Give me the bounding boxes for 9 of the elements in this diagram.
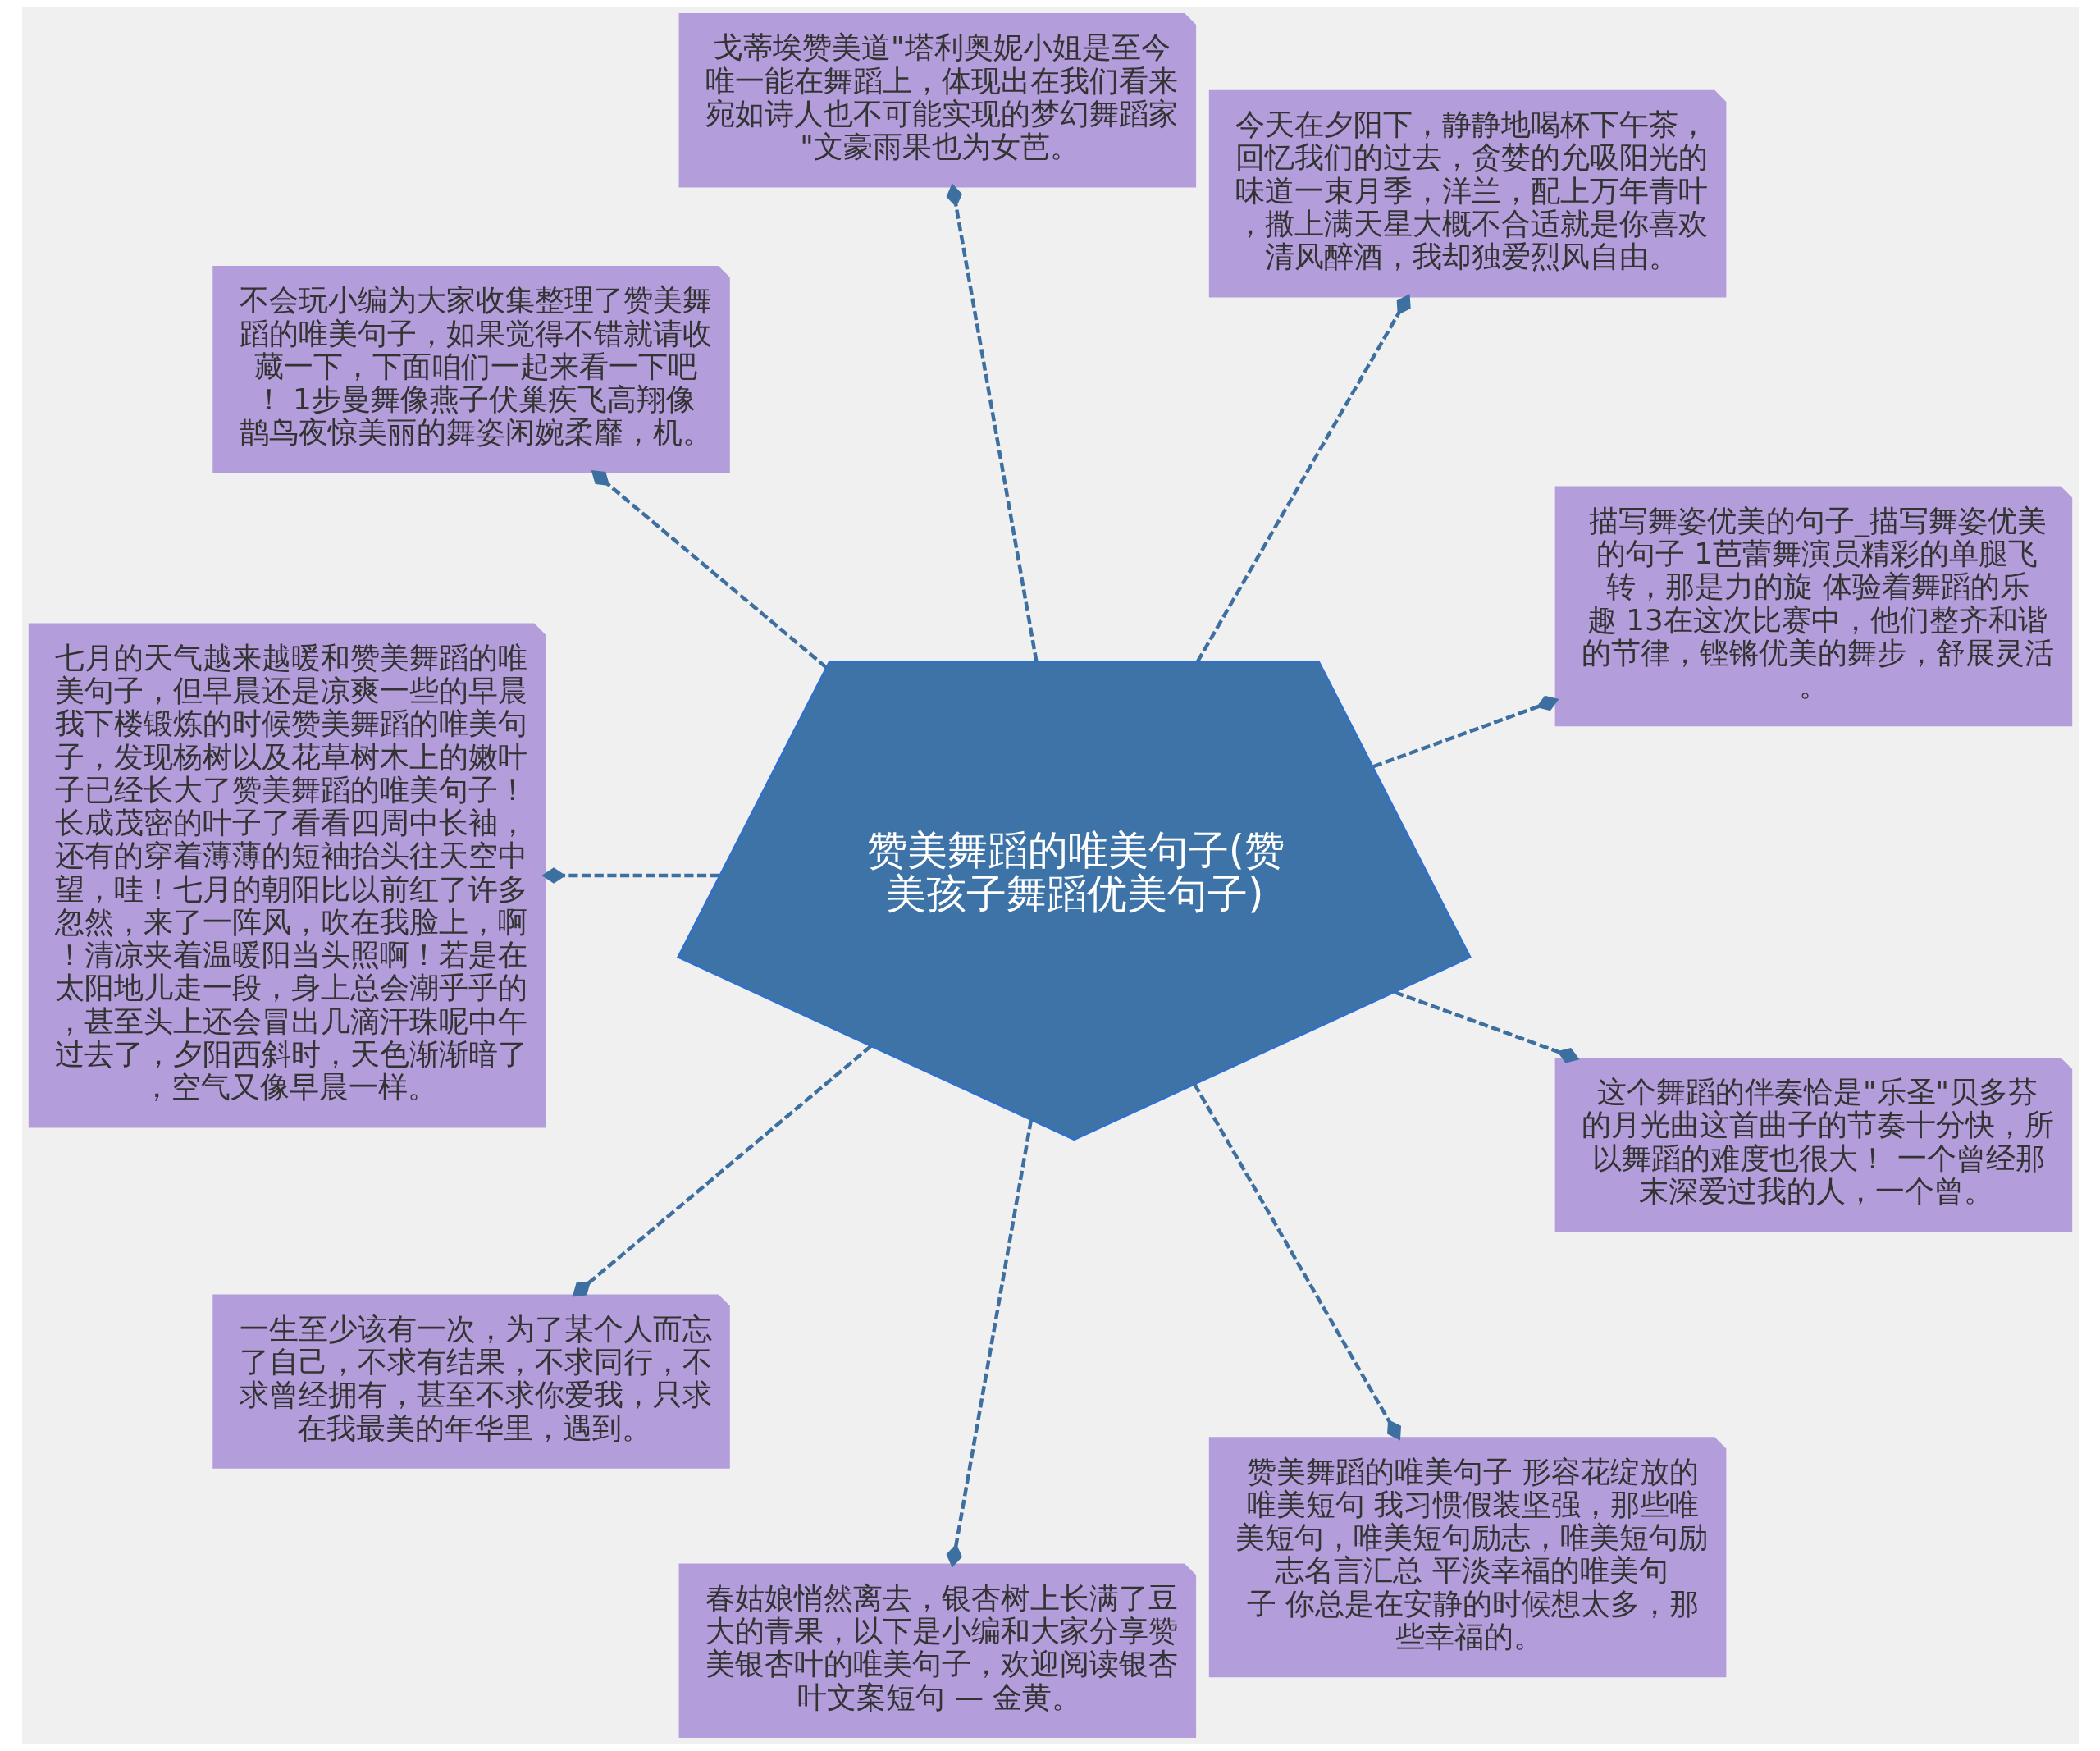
connector — [591, 469, 828, 670]
connector — [1372, 695, 1559, 769]
connector — [1393, 990, 1580, 1063]
connector — [946, 183, 1039, 662]
connector — [572, 1045, 872, 1297]
connector — [541, 867, 719, 884]
connector — [1192, 1083, 1401, 1441]
connector — [946, 1119, 1033, 1568]
connector — [1195, 294, 1411, 663]
